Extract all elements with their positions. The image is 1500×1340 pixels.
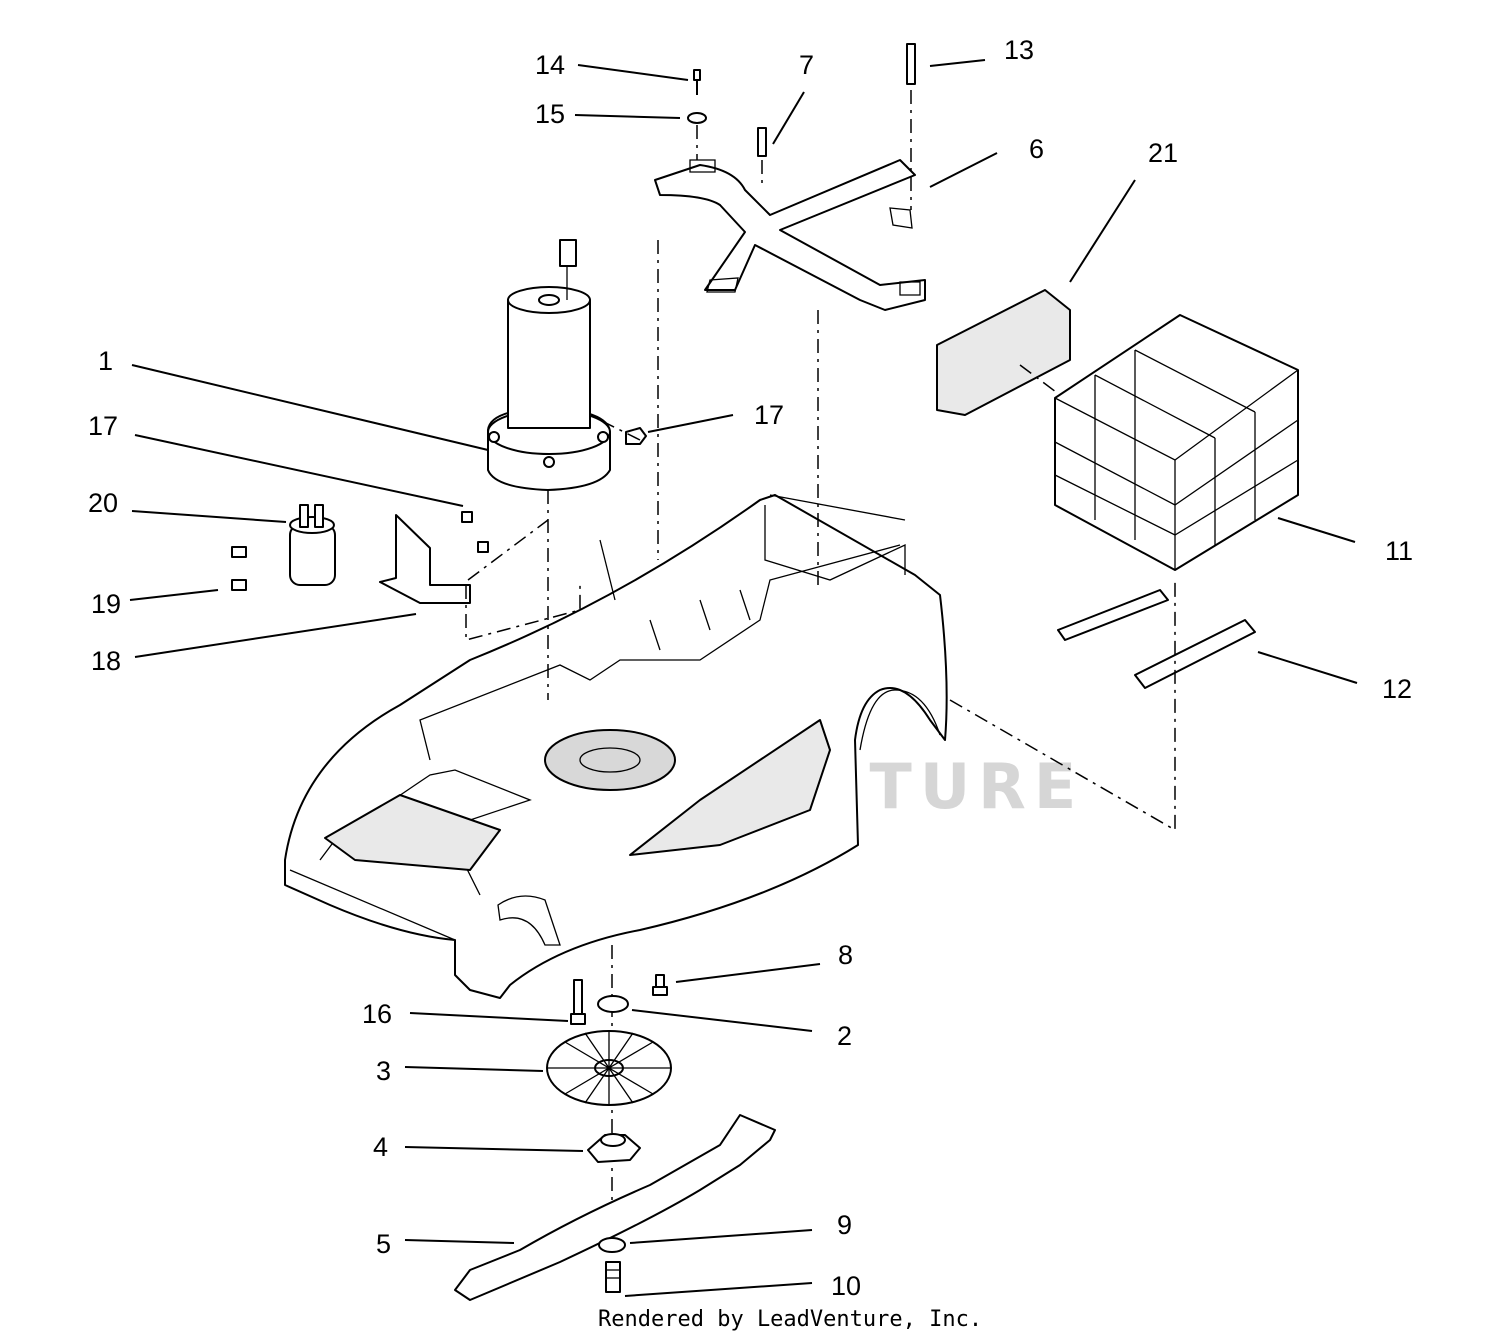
- blade-adapter-4: [587, 1133, 641, 1163]
- nut-17-solenoid-b: [477, 541, 489, 553]
- callout-12: 12: [1382, 674, 1412, 704]
- motor: [487, 239, 611, 491]
- screw-19-b: [231, 579, 247, 591]
- battery-cover-21: [936, 289, 1071, 416]
- callout-4: 4: [373, 1132, 388, 1162]
- screw-14: [693, 69, 701, 95]
- handle-bracket: [654, 159, 926, 311]
- callout-5: 5: [376, 1229, 391, 1259]
- callout-9: 9: [837, 1210, 852, 1240]
- callout-17-solenoid: 17: [88, 411, 118, 441]
- callout-20: 20: [88, 488, 118, 518]
- leader-lines: [129, 59, 1358, 1297]
- callout-7: 7: [799, 50, 814, 80]
- callout-13: 13: [1004, 35, 1034, 65]
- screw-19-a: [231, 546, 247, 558]
- fan-3: [546, 1030, 672, 1106]
- callout-14: 14: [535, 50, 565, 80]
- washer-9: [598, 1237, 626, 1253]
- mower-deck-housing: [284, 494, 948, 999]
- bolt-13: [906, 43, 916, 85]
- nut-17-motor: [625, 427, 647, 445]
- bolt-16: [570, 979, 586, 1025]
- bolt-8: [652, 974, 668, 996]
- callout-21: 21: [1148, 138, 1178, 168]
- washer-2: [597, 995, 629, 1013]
- callout-6: 6: [1029, 134, 1044, 164]
- callouts: 14 15 7 13 6 21 1 17 17 20 19 18 11 12 8…: [88, 35, 1413, 1301]
- callout-1: 1: [98, 346, 113, 376]
- callout-2: 2: [837, 1021, 852, 1051]
- callout-3: 3: [376, 1056, 391, 1086]
- callout-18: 18: [91, 646, 121, 676]
- battery-pack: [1054, 314, 1299, 571]
- callout-17-motor: 17: [754, 400, 784, 430]
- washer-15: [687, 112, 707, 124]
- callout-15: 15: [535, 99, 565, 129]
- callout-19: 19: [91, 589, 121, 619]
- callout-16: 16: [362, 999, 392, 1029]
- solenoid-bracket: [379, 514, 471, 604]
- battery-pad-a: [1057, 589, 1169, 641]
- credit-line: Rendered by LeadVenture, Inc.: [598, 1307, 982, 1332]
- bolt-10: [605, 1261, 621, 1293]
- battery-pad-12: [1134, 619, 1256, 689]
- callout-8: 8: [838, 940, 853, 970]
- callout-11: 11: [1385, 536, 1413, 566]
- assembly-lines: [465, 90, 1176, 1230]
- callout-10: 10: [831, 1271, 861, 1301]
- nut-17-solenoid-a: [461, 511, 473, 523]
- solenoid: [289, 504, 336, 586]
- screw-7: [757, 127, 767, 157]
